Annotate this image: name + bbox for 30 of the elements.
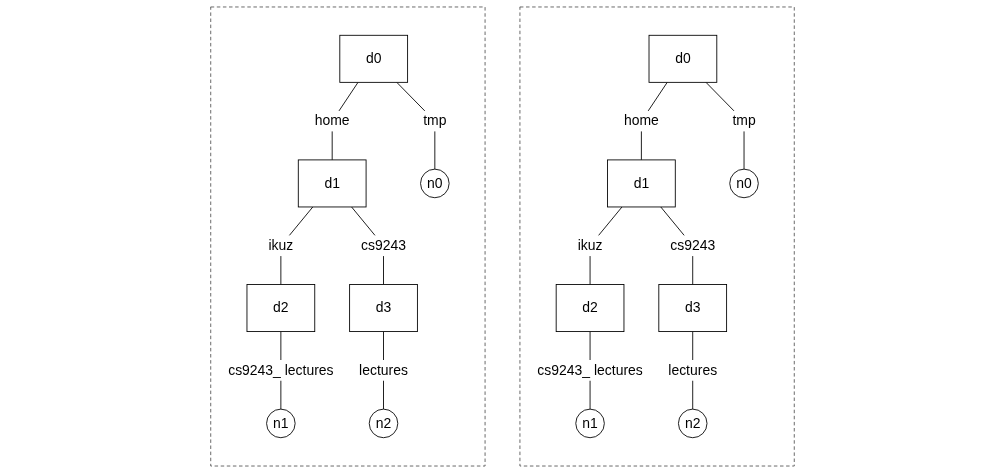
edge-label: lectures: [668, 362, 718, 378]
edge-label: cs9243: [670, 237, 716, 253]
node-box: d0: [339, 34, 409, 83]
node-circle: n2: [368, 408, 399, 439]
cluster: [210, 6, 486, 467]
edge-label: tmp: [732, 113, 756, 129]
node-box: d1: [607, 159, 676, 208]
node-circle: n2: [678, 408, 708, 439]
node-box: d2: [246, 284, 316, 332]
edge-label: cs9243: [361, 237, 406, 253]
edge-label: ikuz: [268, 237, 294, 253]
edge-label: cs9243_ lectures: [228, 362, 334, 378]
cluster: [519, 6, 795, 467]
edge-label: tmp: [423, 113, 447, 129]
node-circle: n0: [729, 168, 759, 199]
node-box: d2: [555, 284, 625, 332]
edge-label: cs9243_ lectures: [537, 362, 643, 378]
node-box: d0: [648, 34, 718, 83]
node-box: d1: [297, 159, 367, 208]
node-circle: n1: [575, 408, 605, 439]
connector: [705, 81, 745, 170]
edge-label: home: [314, 113, 350, 129]
node-circle: n0: [420, 168, 450, 199]
node-circle: n1: [266, 408, 296, 439]
node-box: d3: [658, 284, 728, 332]
edge-label: ikuz: [577, 237, 603, 253]
node-box: d3: [349, 284, 418, 332]
edge-label: home: [623, 113, 659, 129]
edge-label: lectures: [359, 362, 408, 378]
connector: [396, 81, 436, 170]
